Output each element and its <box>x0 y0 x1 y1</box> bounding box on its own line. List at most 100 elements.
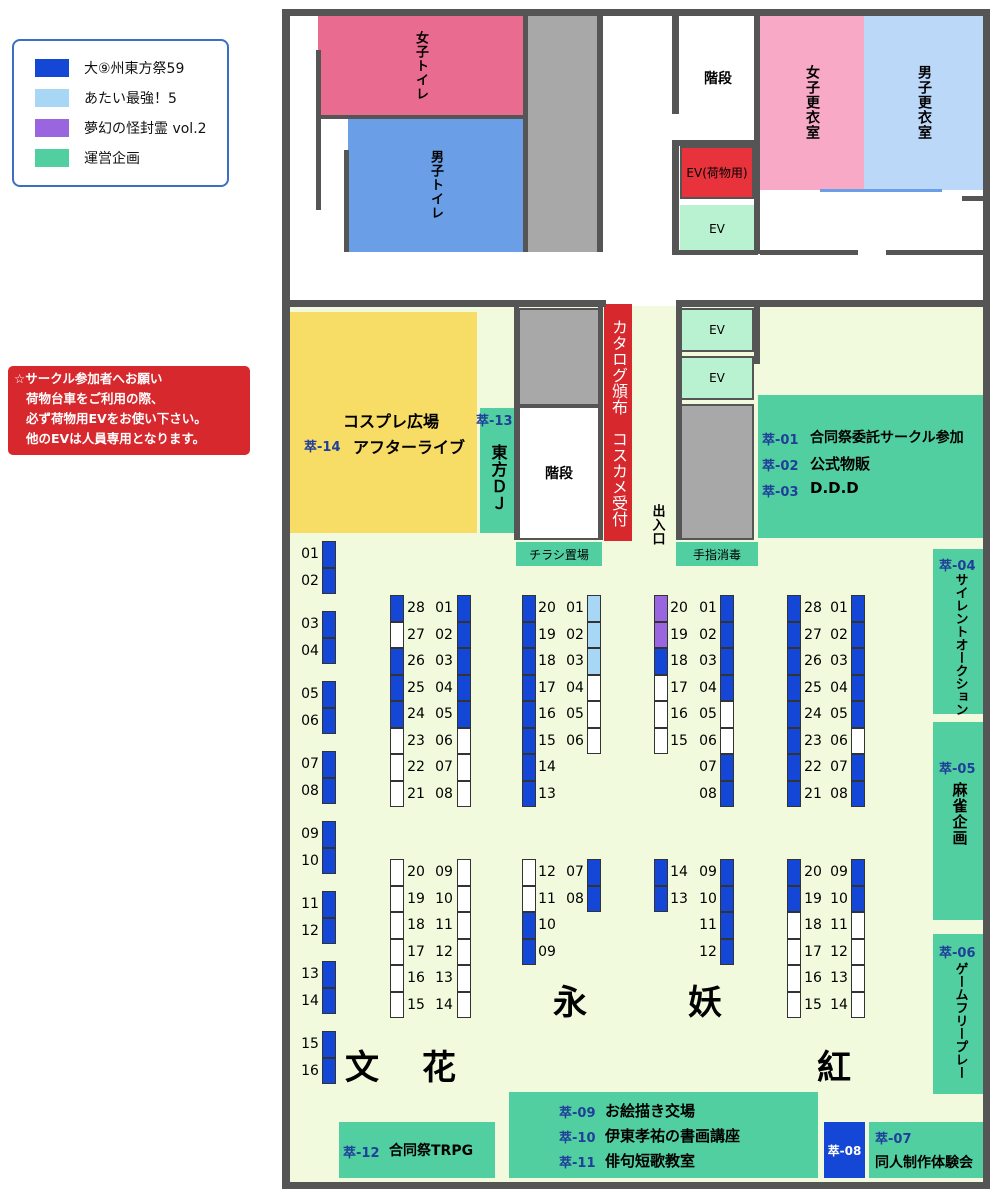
b4r-04[interactable] <box>851 674 865 701</box>
b3br-11[interactable] <box>720 912 734 939</box>
b1r-04[interactable] <box>457 674 471 701</box>
b3bl-13[interactable] <box>654 885 668 912</box>
b1br-12[interactable] <box>457 938 471 965</box>
b3br-12[interactable] <box>720 938 734 965</box>
b2l-13[interactable] <box>522 780 536 807</box>
b2l-20[interactable] <box>522 595 536 622</box>
b2r-06[interactable] <box>587 727 601 754</box>
b4l-27[interactable] <box>787 621 801 648</box>
b4br-10[interactable] <box>851 885 865 912</box>
b1r-05[interactable] <box>457 701 471 728</box>
b4r-08[interactable] <box>851 780 865 807</box>
b2bl-11[interactable] <box>522 885 536 912</box>
b2l-18[interactable] <box>522 648 536 675</box>
b3br-10[interactable] <box>720 885 734 912</box>
b2l-19[interactable] <box>522 621 536 648</box>
b1br-11[interactable] <box>457 912 471 939</box>
b3r-06[interactable] <box>720 727 734 754</box>
b4br-09[interactable] <box>851 859 865 886</box>
wall-booth-09[interactable] <box>322 821 336 848</box>
b3l-20[interactable] <box>654 595 668 622</box>
b1r-01[interactable] <box>457 595 471 622</box>
b2r-03[interactable] <box>587 648 601 675</box>
b1r-02[interactable] <box>457 621 471 648</box>
b3r-08[interactable] <box>720 780 734 807</box>
b4bl-18[interactable] <box>787 912 801 939</box>
b1r-07[interactable] <box>457 754 471 781</box>
b2bl-10[interactable] <box>522 912 536 939</box>
b1r-06[interactable] <box>457 727 471 754</box>
b4br-14[interactable] <box>851 991 865 1018</box>
b4l-23[interactable] <box>787 727 801 754</box>
wall-booth-15[interactable] <box>322 1031 336 1058</box>
b4r-06[interactable] <box>851 727 865 754</box>
b2r-01[interactable] <box>587 595 601 622</box>
b4l-21[interactable] <box>787 780 801 807</box>
center-events-area[interactable]: 萃-09 お絵描き交場 萃-10 伊東孝祐の書画講座 萃-11 俳句短歌教室 <box>509 1092 818 1178</box>
cosplay-area[interactable]: コスプレ広場 萃-14 アフターライブ <box>288 312 477 533</box>
b4l-24[interactable] <box>787 701 801 728</box>
wall-booth-11[interactable] <box>322 891 336 918</box>
b3r-05[interactable] <box>720 701 734 728</box>
b3l-15[interactable] <box>654 727 668 754</box>
b4r-02[interactable] <box>851 621 865 648</box>
wall-booth-03[interactable] <box>322 611 336 638</box>
b4bl-15[interactable] <box>787 991 801 1018</box>
b1r-08[interactable] <box>457 780 471 807</box>
b2l-15[interactable] <box>522 727 536 754</box>
b1bl-17[interactable] <box>390 938 404 965</box>
b4br-12[interactable] <box>851 938 865 965</box>
b1l-26[interactable] <box>390 648 404 675</box>
b1l-28[interactable] <box>390 595 404 622</box>
b4l-26[interactable] <box>787 648 801 675</box>
b4l-22[interactable] <box>787 754 801 781</box>
b2bl-09[interactable] <box>522 938 536 965</box>
b1bl-20[interactable] <box>390 859 404 886</box>
wall-booth-08[interactable] <box>322 777 336 804</box>
b4l-25[interactable] <box>787 674 801 701</box>
wall-booth-14[interactable] <box>322 987 336 1014</box>
b2br-08[interactable] <box>587 885 601 912</box>
b2br-07[interactable] <box>587 859 601 886</box>
trpg-area[interactable]: 萃-12 合同祭TRPG <box>339 1122 495 1178</box>
b2l-14[interactable] <box>522 754 536 781</box>
b2bl-12[interactable] <box>522 859 536 886</box>
b1l-21[interactable] <box>390 780 404 807</box>
wall-booth-13[interactable] <box>322 961 336 988</box>
b2r-04[interactable] <box>587 674 601 701</box>
b4r-01[interactable] <box>851 595 865 622</box>
b1l-25[interactable] <box>390 674 404 701</box>
b1bl-15[interactable] <box>390 991 404 1018</box>
b1l-27[interactable] <box>390 621 404 648</box>
b1bl-19[interactable] <box>390 885 404 912</box>
b1bl-16[interactable] <box>390 965 404 992</box>
b4br-11[interactable] <box>851 912 865 939</box>
b4l-28[interactable] <box>787 595 801 622</box>
b3l-16[interactable] <box>654 701 668 728</box>
wall-booth-12[interactable] <box>322 917 336 944</box>
b4r-03[interactable] <box>851 648 865 675</box>
b3r-04[interactable] <box>720 674 734 701</box>
b1l-24[interactable] <box>390 701 404 728</box>
b3l-17[interactable] <box>654 674 668 701</box>
b4bl-17[interactable] <box>787 938 801 965</box>
b4bl-19[interactable] <box>787 885 801 912</box>
b3r-01[interactable] <box>720 595 734 622</box>
wall-booth-01[interactable] <box>322 541 336 568</box>
doujin-area[interactable]: 萃-07 同人制作体験会 <box>869 1122 985 1178</box>
b3l-19[interactable] <box>654 621 668 648</box>
b1br-14[interactable] <box>457 991 471 1018</box>
b4bl-16[interactable] <box>787 965 801 992</box>
b1l-23[interactable] <box>390 727 404 754</box>
b3bl-14[interactable] <box>654 859 668 886</box>
side-event-04[interactable]: 萃-04 サイレントオークション <box>933 549 987 716</box>
b1br-09[interactable] <box>457 859 471 886</box>
right-events-area[interactable]: 萃-01 合同祭委託サークル参加 萃-02 公式物販 萃-03 D.D.D <box>758 395 987 538</box>
b4br-13[interactable] <box>851 965 865 992</box>
wall-booth-04[interactable] <box>322 637 336 664</box>
b3br-09[interactable] <box>720 859 734 886</box>
wall-booth-02[interactable] <box>322 567 336 594</box>
b1br-10[interactable] <box>457 885 471 912</box>
wall-booth-07[interactable] <box>322 751 336 778</box>
event-08-booth[interactable]: 萃-08 <box>824 1122 865 1178</box>
